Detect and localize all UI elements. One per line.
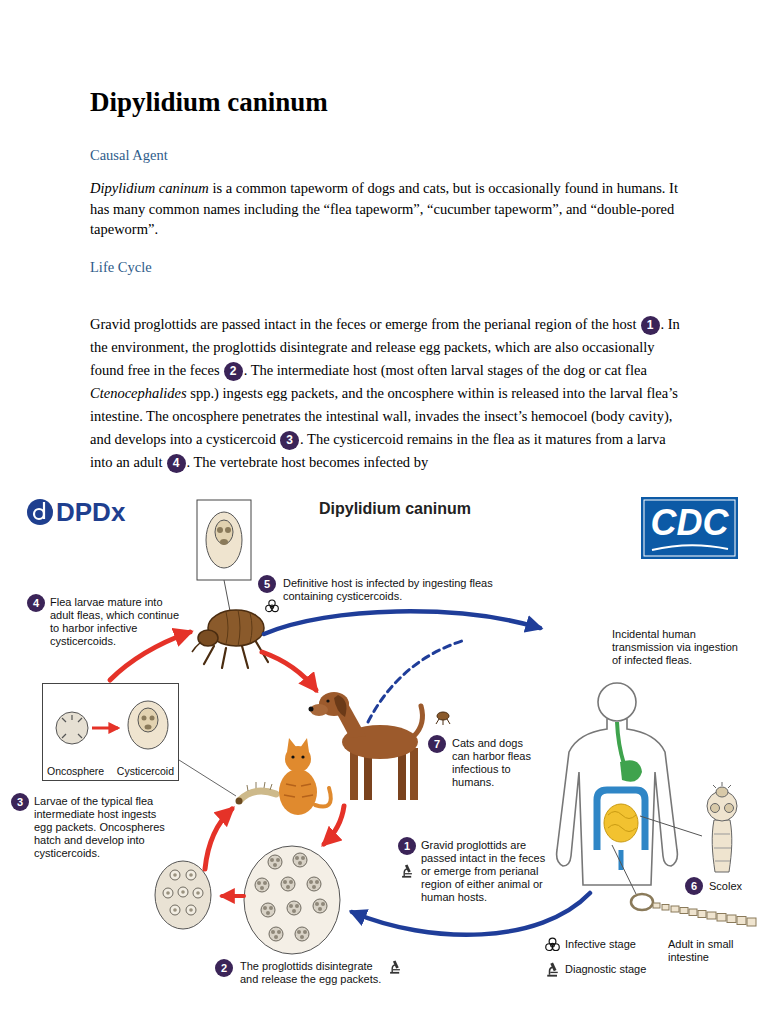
- step-caption: Incidental human transmission via ingest…: [612, 628, 744, 667]
- part-label: Oncosphere: [47, 765, 104, 777]
- callout-circle: 5: [258, 575, 276, 593]
- step-caption: Gravid proglottids are passed intact in …: [421, 839, 555, 904]
- callout-number: 5: [264, 578, 270, 590]
- legend-icon: [545, 962, 560, 977]
- section-heading: Life Cycle: [90, 258, 390, 276]
- callout-circle: 1: [398, 837, 416, 855]
- callout-number: 1: [641, 316, 660, 335]
- cysticercoid-inset: [197, 500, 251, 611]
- body-text: Gravid proglottids are passed intact in …: [90, 316, 637, 332]
- flea-larva: [236, 782, 277, 805]
- scolex-drawing: [707, 782, 737, 872]
- label-holder: Definitive host is infected by ingesting…: [283, 577, 498, 603]
- label-holder: Dipylidium caninum: [290, 499, 500, 519]
- label-holder: Cats and dogs can harbor fleas infectiou…: [452, 737, 536, 789]
- callout-number: 3: [17, 796, 23, 808]
- adult-flea: [192, 610, 268, 668]
- body-paragraph: Gravid proglottids are passed intact in …: [90, 313, 680, 474]
- legend-text: Infective stage: [565, 938, 636, 951]
- logo-text: DPDx: [56, 497, 146, 527]
- part-label: Adult in small intestine: [668, 938, 740, 964]
- body-paragraph: Dipylidium caninum is a common tapeworm …: [90, 178, 680, 240]
- label-holder: Larvae of the typical flea intermediate …: [34, 795, 170, 860]
- section-heading: Causal Agent: [90, 146, 390, 164]
- label-holder: Adult in small intestine: [668, 938, 740, 964]
- stage-icons: [266, 600, 412, 974]
- label-holder: Causal Agent: [90, 146, 390, 164]
- callout-circle: 3: [11, 793, 29, 811]
- legend-text: Diagnostic stage: [565, 963, 646, 976]
- body-text: Ctenocephalides: [90, 385, 187, 401]
- label-holder: CDC: [641, 502, 738, 544]
- cdc-logo-panel: [641, 497, 738, 559]
- callout-circle: 6: [685, 877, 703, 895]
- title-holder: Dipylidium caninum: [90, 86, 690, 118]
- oncosphere-cysticercoid-drawing: [56, 701, 236, 796]
- logo-text: CDC: [641, 502, 738, 544]
- label-holder: Flea larvae mature into adult fleas, whi…: [50, 596, 184, 648]
- callout-number: 4: [167, 454, 186, 473]
- human-figure: [557, 683, 702, 894]
- document-title: Dipylidium caninum: [90, 86, 690, 118]
- dpdx-logo-icon: [27, 499, 53, 525]
- body-text: . The vertebrate host becomes infected b…: [187, 454, 429, 470]
- callout-circle: 7: [428, 735, 446, 753]
- callout-number: 2: [224, 362, 243, 381]
- callout-number: 7: [434, 738, 440, 750]
- step-caption: Flea larvae mature into adult fleas, whi…: [50, 596, 184, 648]
- body-text: . The intermediate host (most often larv…: [244, 362, 647, 378]
- body-text: Dipylidium caninum: [90, 180, 209, 196]
- callout-number: 6: [691, 880, 697, 892]
- inset-box: Oncosphere Cysticercoid: [42, 683, 179, 781]
- small-flea: [436, 712, 450, 725]
- label-holder: The proglottids disintegrate and release…: [240, 960, 386, 986]
- egg-packet: [155, 861, 211, 929]
- step-caption: The proglottids disintegrate and release…: [240, 960, 386, 986]
- step-caption: Cats and dogs can harbor fleas infectiou…: [452, 737, 536, 789]
- cycle-arrows: [110, 611, 590, 934]
- label-holder: Gravid proglottids are passed intact in …: [421, 839, 555, 904]
- label-holder: Incidental human transmission via ingest…: [612, 628, 744, 667]
- legend-row: Diagnostic stage: [545, 962, 646, 977]
- label-holder: Life Cycle: [90, 258, 390, 276]
- legend-icon: [545, 937, 560, 952]
- part-label: Scolex: [709, 880, 759, 893]
- step-caption: Definitive host is infected by ingesting…: [283, 577, 498, 603]
- callout-number: 3: [280, 431, 299, 450]
- callout-circle: 4: [27, 594, 45, 612]
- part-label: Cysticercoid: [117, 765, 174, 777]
- adult-tapeworm: [631, 894, 756, 926]
- label-holder: Scolex: [709, 880, 759, 893]
- dog: [309, 692, 423, 800]
- callout-number: 1: [404, 840, 410, 852]
- callout-number: 4: [33, 597, 39, 609]
- diagram-title: Dipylidium caninum: [290, 499, 500, 519]
- label-holder: DPDx: [56, 497, 146, 527]
- legend-row: Infective stage: [545, 937, 636, 952]
- step-caption: Larvae of the typical flea intermediate …: [34, 795, 170, 860]
- cat: [279, 738, 331, 815]
- callout-number: 2: [221, 962, 227, 974]
- callout-circle: 2: [215, 959, 233, 977]
- gravid-proglottid: [244, 846, 340, 954]
